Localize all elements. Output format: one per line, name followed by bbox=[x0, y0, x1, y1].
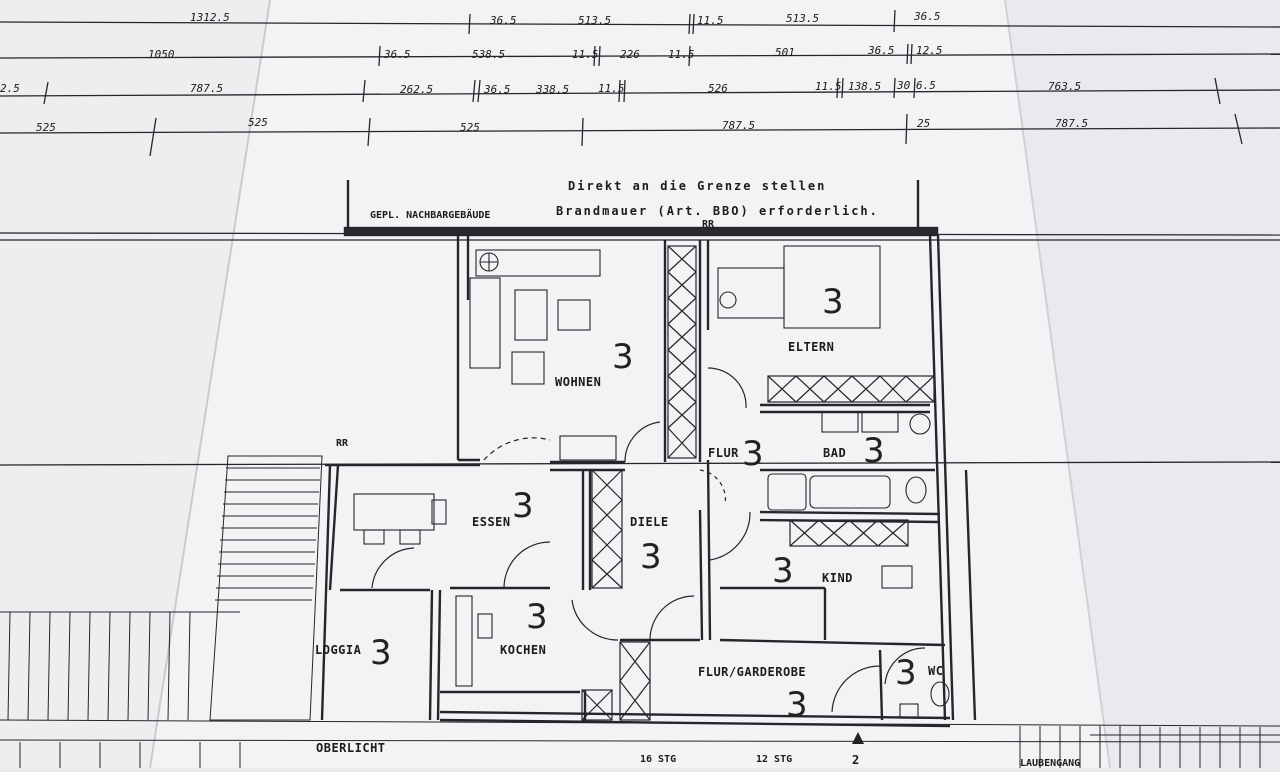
room-label-essen: ESSEN bbox=[472, 515, 511, 529]
handwritten-count: 3 bbox=[512, 486, 534, 526]
wardrobes bbox=[581, 245, 935, 721]
dim-label: 11.5 bbox=[668, 48, 695, 61]
dim-label: 525 bbox=[460, 121, 480, 134]
dim-label: 525 bbox=[248, 116, 268, 129]
dimension-row-3: 2.5 787.5 262.5 36.5 338.5 11.5 526 11.5… bbox=[0, 79, 1081, 96]
dim-label: 25 bbox=[917, 117, 930, 130]
arrow-up-icon bbox=[852, 732, 864, 744]
dim-label: 787.5 bbox=[190, 82, 223, 95]
dim-label: 513.5 bbox=[578, 14, 611, 27]
dim-label: 226 bbox=[620, 48, 640, 61]
neighbor-building-note: GEPL. NACHBARGEBÄUDE bbox=[370, 207, 490, 221]
handwritten-count: 3 bbox=[895, 653, 917, 693]
dim-label: 525 bbox=[36, 121, 56, 134]
room-label-wohnen: WOHNEN bbox=[555, 375, 601, 389]
dimension-row-4: 525 525 525 787.5 25 787.5 bbox=[36, 116, 1088, 134]
stair-count-12: 12 STG bbox=[756, 754, 792, 765]
handwritten-marks: 3 3 3 3 3 3 3 3 3 3 3 bbox=[370, 282, 917, 725]
paper-left-panel bbox=[0, 0, 270, 768]
paper-center-panel bbox=[150, 0, 1110, 768]
room-labels: WOHNEN ELTERN FLUR BAD ESSEN DIELE KIND … bbox=[315, 340, 943, 755]
firewall-note-line-2: Brandmauer (Art. BBO) erforderlich. bbox=[556, 204, 879, 218]
handwritten-count: 3 bbox=[786, 685, 808, 725]
laubengang-label: LAUBENGANG bbox=[1020, 758, 1080, 768]
dimension-row-1: 1312.5 36.5 513.5 11.5 513.5 36.5 bbox=[190, 10, 941, 27]
room-label-eltern: ELTERN bbox=[788, 340, 834, 354]
dim-label: 2.5 bbox=[0, 82, 20, 95]
room-label-flur: FLUR bbox=[708, 446, 739, 460]
dim-label: 513.5 bbox=[786, 12, 819, 25]
handwritten-count: 3 bbox=[863, 431, 885, 471]
staircase bbox=[0, 455, 1280, 768]
dim-label: 763.5 bbox=[1048, 80, 1081, 93]
handwritten-count: 3 bbox=[640, 537, 662, 577]
room-label-wc: WC bbox=[928, 664, 943, 678]
dim-label: 12.5 bbox=[916, 44, 943, 57]
dim-label: 338.5 bbox=[535, 83, 569, 96]
room-label-flur-garderobe: FLUR/GARDEROBE bbox=[698, 665, 806, 679]
dim-label: 30 bbox=[896, 79, 911, 92]
handwritten-count: 3 bbox=[772, 551, 794, 591]
oberlicht-label: OBERLICHT bbox=[316, 741, 386, 755]
handwritten-count: 3 bbox=[370, 633, 392, 673]
dim-label: 36.5 bbox=[483, 83, 511, 96]
handwritten-count: 3 bbox=[822, 282, 844, 322]
dim-label: 36.5 bbox=[867, 44, 895, 57]
room-label-kochen: KOCHEN bbox=[500, 643, 546, 657]
handwritten-count: 3 bbox=[526, 597, 548, 637]
room-label-diele: DIELE bbox=[630, 515, 669, 529]
handwritten-count: 3 bbox=[612, 337, 634, 377]
dim-label: 36.5 bbox=[489, 14, 517, 27]
handwritten-count: 3 bbox=[742, 434, 764, 474]
room-label-loggia: LOGGIA bbox=[315, 643, 362, 657]
dimension-row-2: 1050 36.5 538.5 11.5 226 11.5 501 36.5 1… bbox=[148, 44, 943, 61]
room-label-bad: BAD bbox=[823, 446, 846, 460]
rr-label-side: RR bbox=[336, 438, 349, 449]
dim-label: 1050 bbox=[148, 48, 175, 61]
dim-label: 787.5 bbox=[722, 119, 755, 132]
stair-count-16: 16 STG bbox=[640, 754, 676, 765]
dim-label: 36.5 bbox=[913, 10, 941, 23]
dim-label: 11.5 bbox=[815, 80, 842, 93]
dim-label: 787.5 bbox=[1055, 117, 1088, 130]
paper-fold bbox=[149, 0, 271, 769]
dim-label: 36.5 bbox=[383, 48, 411, 61]
dim-label: 501 bbox=[775, 46, 795, 59]
paper-fold bbox=[1004, 0, 1111, 769]
dim-label: 138.5 bbox=[848, 80, 881, 93]
rr-label-top: RR bbox=[702, 219, 715, 230]
doors bbox=[371, 367, 926, 713]
dimension-lines bbox=[0, 9, 1280, 466]
dim-label: 11.5 bbox=[598, 82, 625, 95]
dim-label: 6.5 bbox=[916, 79, 936, 92]
furniture bbox=[353, 245, 950, 719]
dim-label: 262.5 bbox=[400, 83, 433, 96]
dim-label: 11.5 bbox=[697, 14, 724, 27]
dim-label: 526 bbox=[708, 82, 728, 95]
dim-label: 538.5 bbox=[472, 48, 505, 61]
room-label-kind: KIND bbox=[822, 571, 853, 585]
stair-arrow-number: 2 bbox=[852, 753, 860, 767]
dim-label: 11.5 bbox=[572, 48, 599, 61]
firewall-note-line-1: Direkt an die Grenze stellen bbox=[568, 179, 826, 193]
paper-right-panel bbox=[1005, 0, 1280, 768]
dim-label: 1312.5 bbox=[190, 11, 230, 24]
